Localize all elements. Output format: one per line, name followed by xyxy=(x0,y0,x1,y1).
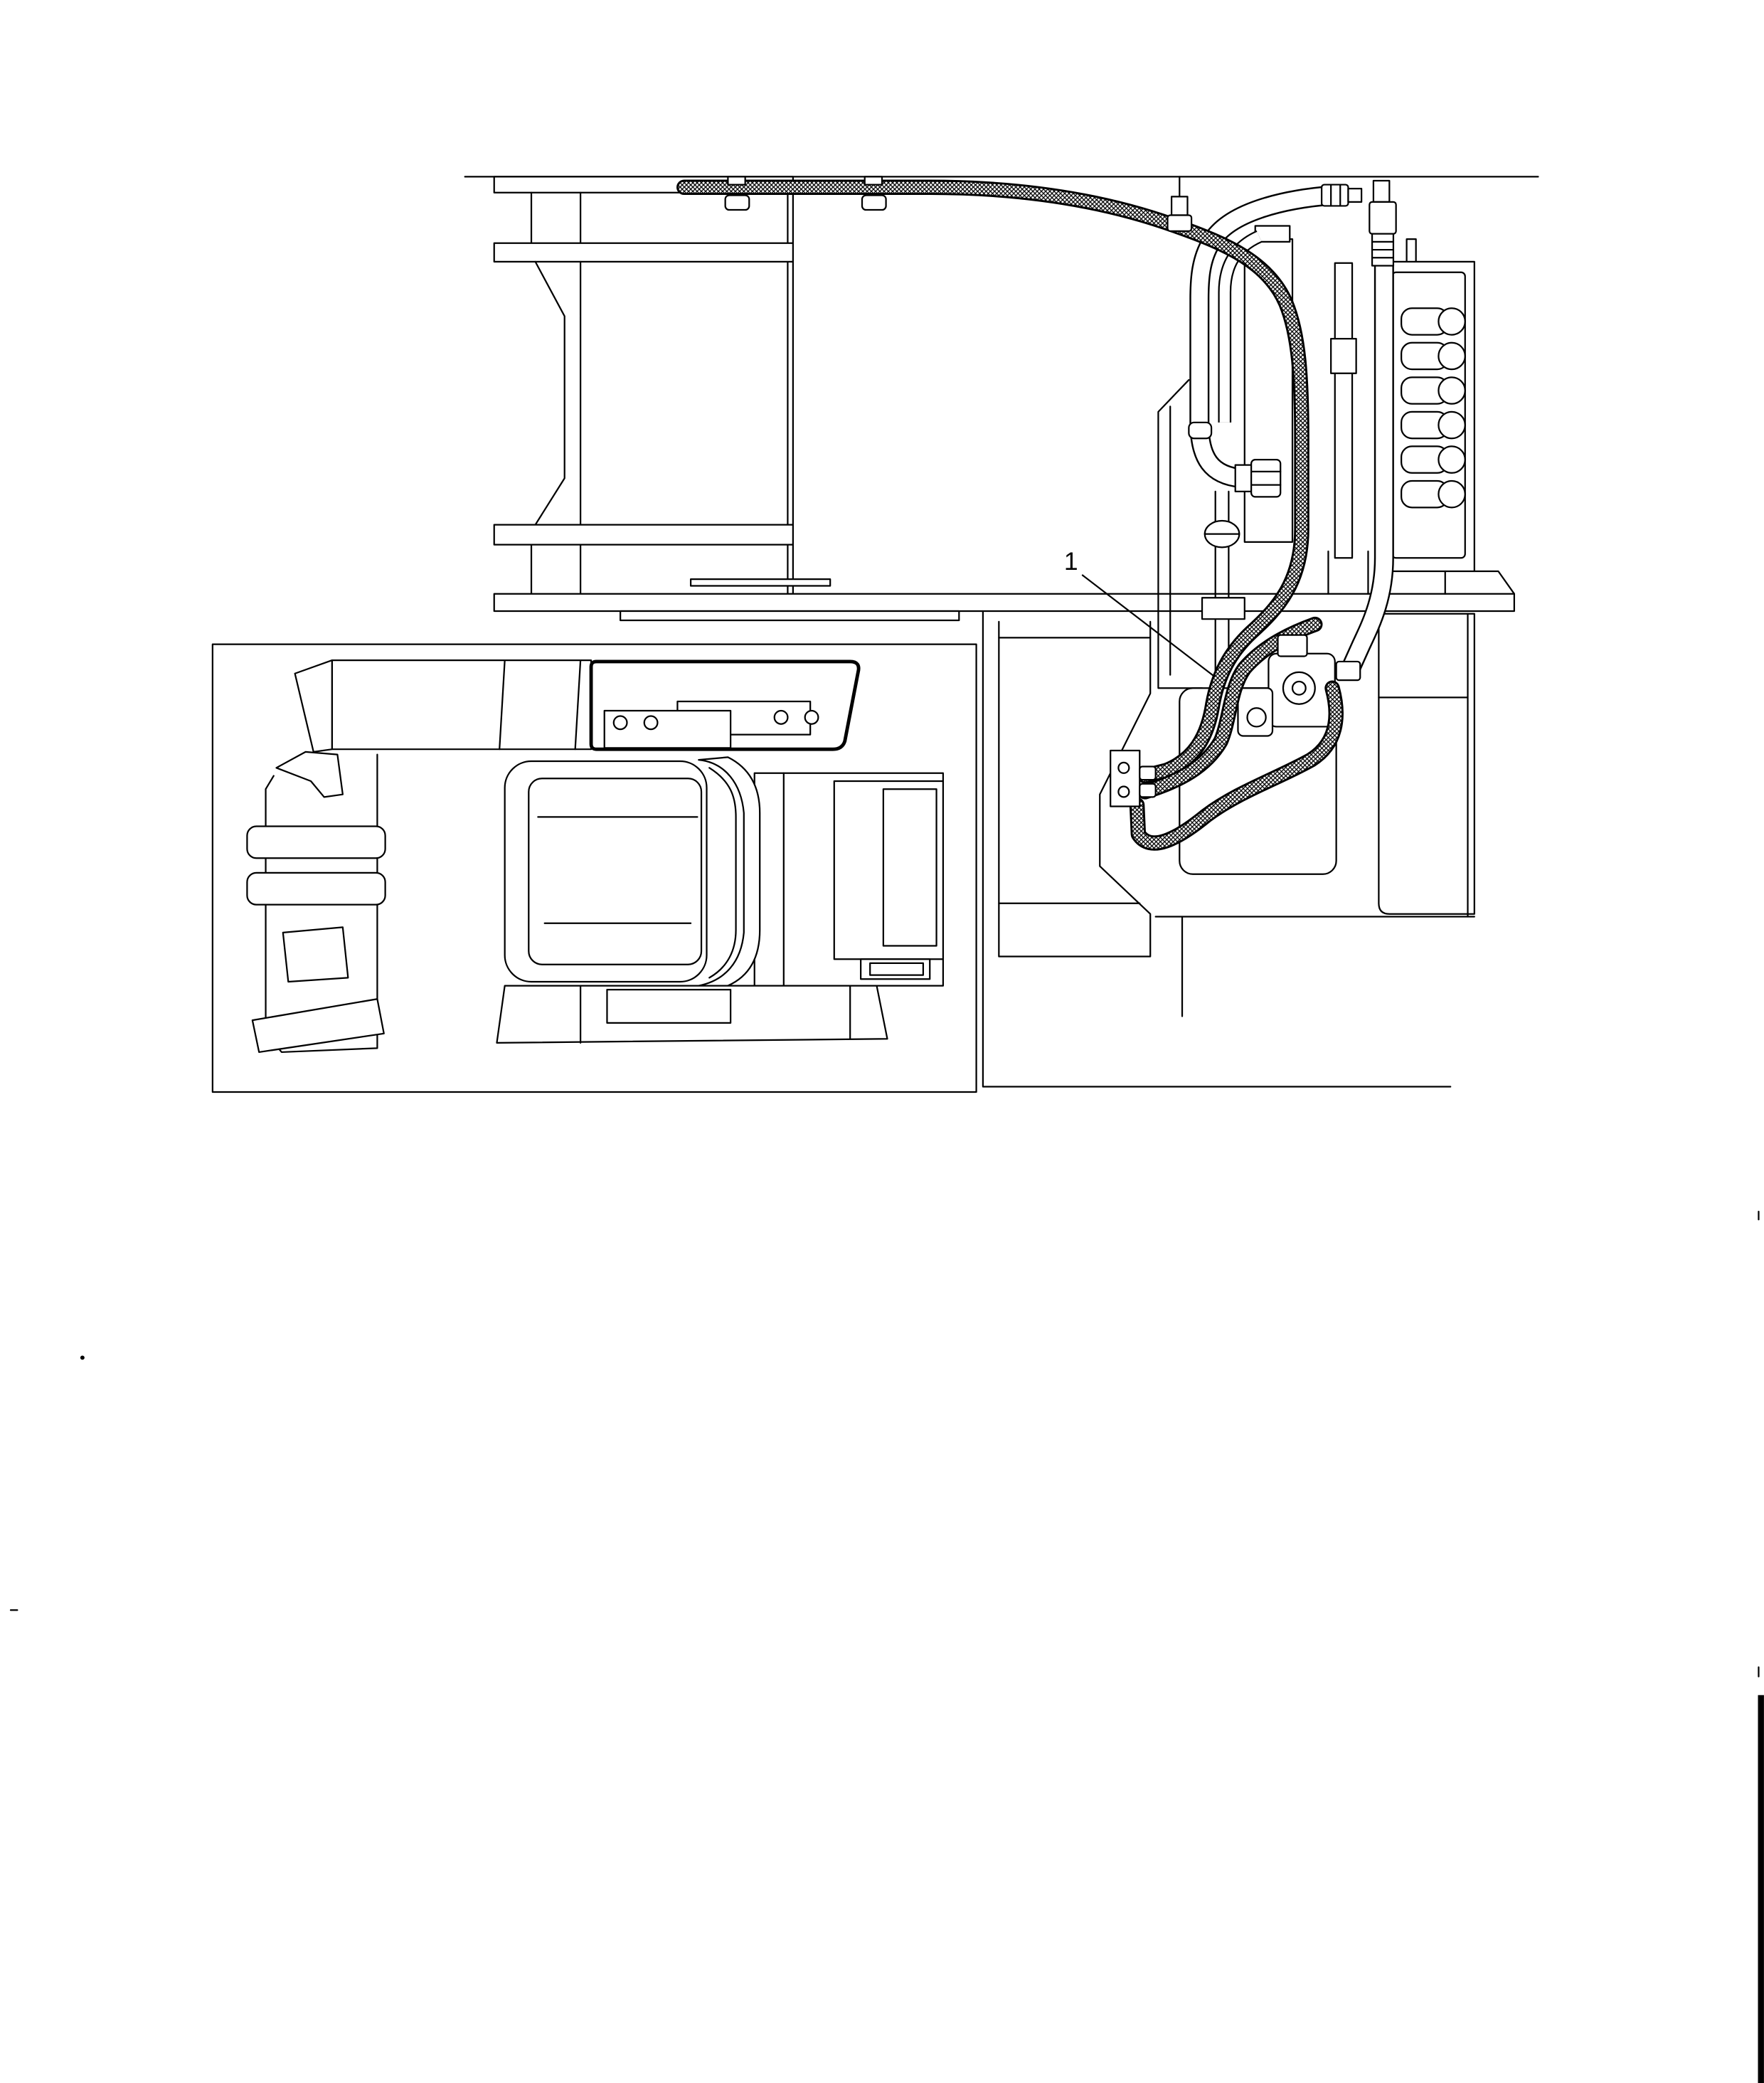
right-cabinet-details xyxy=(1378,613,1469,918)
hose-clamp-strap xyxy=(727,176,746,186)
loop-hose-braid xyxy=(1131,682,1341,849)
junction-port-lower xyxy=(1117,785,1130,798)
callout-leader-line xyxy=(1081,574,1215,677)
seat-base-notch xyxy=(606,989,732,1024)
right-pipe-end-nut xyxy=(1335,660,1361,682)
side-panel-outline xyxy=(998,620,1152,958)
panel-switch-plate xyxy=(603,709,732,749)
seat-base-edges xyxy=(579,985,851,1044)
housing-outline xyxy=(982,610,1452,1088)
panel-knob-icon xyxy=(612,715,628,731)
seat-cushion-seams xyxy=(537,816,698,924)
pipe-end-hex-nut xyxy=(1320,184,1349,207)
top-right-fitting-cap xyxy=(1372,179,1391,203)
scan-edge-bar xyxy=(1758,1695,1764,2083)
column-band-upper xyxy=(246,825,386,859)
base-plate xyxy=(620,610,960,622)
column-label-plate xyxy=(282,926,349,983)
column-top-bracket xyxy=(275,751,344,798)
rod-clamp-block xyxy=(1330,338,1357,374)
top-right-fitting-body xyxy=(1369,201,1397,235)
pump-inlet-nut xyxy=(1277,634,1308,657)
elbow-hex-fitting xyxy=(1250,458,1282,498)
hose-clamp-nut xyxy=(724,194,750,211)
scan-marks xyxy=(9,1210,1764,2083)
valve-spool-cap xyxy=(1438,445,1466,474)
operator-seat xyxy=(504,756,761,987)
valve-spool-cap xyxy=(1438,307,1466,336)
valve-spool-cap xyxy=(1438,376,1466,405)
valve-stem xyxy=(1214,490,1230,672)
side-panel-rails xyxy=(998,637,1152,904)
pressure-hose-braid xyxy=(1139,618,1321,797)
base-flange-long xyxy=(493,593,1515,613)
hose-fittings xyxy=(724,176,1397,807)
junction-hose-nut xyxy=(1139,783,1157,798)
pump-shaft xyxy=(1291,680,1307,696)
console-body xyxy=(331,659,593,751)
control-valve-bank xyxy=(1381,238,1515,595)
column-flange-middle xyxy=(493,524,795,546)
lower-right-housing xyxy=(982,610,1475,1088)
pump-motor-port xyxy=(1246,707,1267,728)
side-console-foot-inset xyxy=(869,962,925,976)
main-supply-hose-braid xyxy=(679,181,1307,782)
return-pipe-right-bore xyxy=(1341,265,1393,674)
hose-clamp-nut xyxy=(861,194,887,211)
braided-hoses xyxy=(676,179,1344,851)
right-cabinet xyxy=(1378,613,1475,915)
left-control-column xyxy=(246,751,386,1054)
stem-clamp xyxy=(1201,597,1245,620)
pilot-pipe-bore xyxy=(1219,231,1262,423)
valve-bank-top-stud xyxy=(1406,238,1417,263)
elbow-nut xyxy=(1234,464,1253,493)
return-pipe-left-bore xyxy=(1191,186,1333,487)
valve-spool-cap xyxy=(1438,341,1466,371)
operator-cab xyxy=(211,643,977,1093)
frame-bracket-outline xyxy=(1157,378,1204,689)
column-foot-band xyxy=(251,998,385,1054)
armrest-console xyxy=(294,659,861,753)
pipe-end-connector xyxy=(1347,188,1363,203)
junction-hose-nut xyxy=(1139,765,1157,781)
valve-spool-cap xyxy=(1438,479,1466,509)
panel-knob-icon xyxy=(773,709,789,725)
tee-fitting-nut xyxy=(1167,214,1193,233)
callout-label: 1 xyxy=(1064,547,1078,576)
seat-base xyxy=(496,985,888,1044)
seat-cushion xyxy=(528,778,703,965)
seat-side-structure xyxy=(753,772,945,987)
rigid-pipes xyxy=(1188,185,1394,682)
pipe-band xyxy=(1188,421,1213,440)
column-band-lower xyxy=(246,871,386,906)
hose-junction-block xyxy=(1110,749,1141,807)
frame-posts xyxy=(1327,550,1369,595)
seat-armrest-contour xyxy=(708,767,737,979)
column-drum-profile xyxy=(534,260,582,526)
fitting-sleeve-ribs xyxy=(1371,240,1395,259)
hose-clamp-strap xyxy=(864,176,883,186)
vertical-rod xyxy=(1334,262,1354,559)
pipe-end-hex-flats xyxy=(1330,184,1341,207)
scan-dot xyxy=(80,1355,85,1360)
pump-assembly xyxy=(1237,652,1336,737)
console-seams xyxy=(499,659,582,751)
column-upper-webs xyxy=(530,191,795,595)
tee-fitting-body xyxy=(1170,196,1189,216)
mast-column xyxy=(464,176,1539,622)
slewing-ring-plate xyxy=(689,578,831,587)
callout-1: 1 xyxy=(1064,547,1215,677)
panel-knob-icon xyxy=(804,709,819,725)
valve-bank-base-step xyxy=(1444,570,1515,595)
column-lower-webs xyxy=(530,544,582,595)
valve-spool-cap xyxy=(1438,410,1466,440)
panel-knob-icon xyxy=(643,715,659,731)
column-flange-upper xyxy=(493,242,795,263)
elbow-hex-flats xyxy=(1250,470,1282,486)
side-console-panel xyxy=(882,788,937,947)
junction-port-upper xyxy=(1117,761,1130,774)
